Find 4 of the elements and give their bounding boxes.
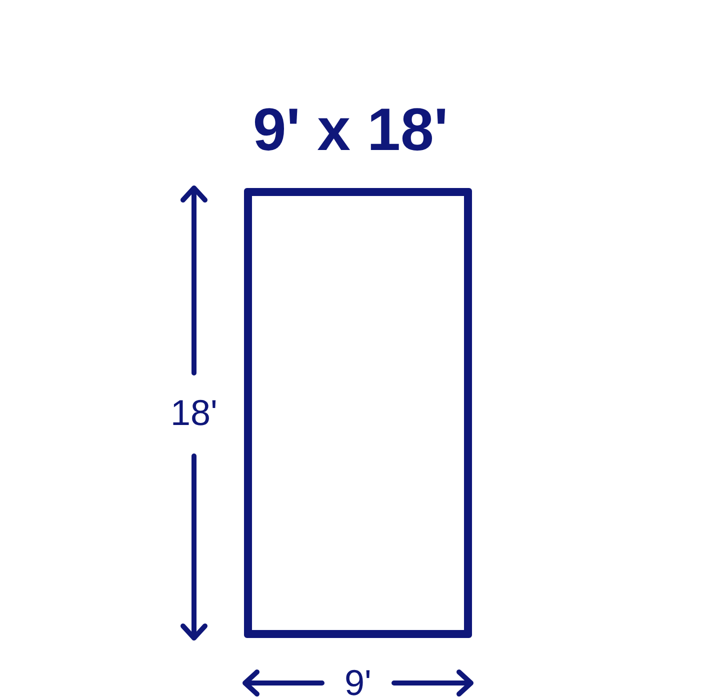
title: 9' x 18' <box>252 100 450 160</box>
dimension-label: 18' <box>170 395 218 431</box>
rectangle-outline <box>244 188 472 638</box>
dimension-label: 9' <box>344 665 372 700</box>
